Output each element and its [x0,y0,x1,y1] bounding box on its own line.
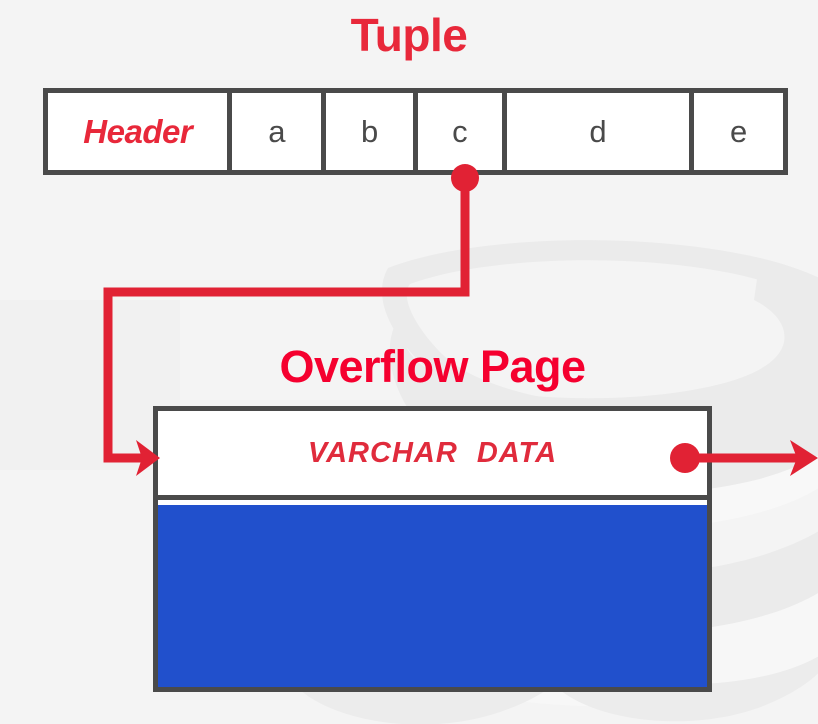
tuple-cell-header[interactable]: Header [48,93,233,170]
tuple-cell-e[interactable]: e [694,93,783,170]
tuple-cell-d[interactable]: d [506,93,695,170]
tuple-title: Tuple [350,9,468,61]
connector-tuple-c-to-overflow [103,164,479,476]
connector-overflow-to-next [670,440,818,476]
tuple-row: Header a b c d e [43,88,788,175]
tuple-cell-b[interactable]: b [326,93,418,170]
varchar-data-label: VARCHAR DATA [307,436,558,469]
arrowhead-to-next-page [790,440,818,476]
connector-path-tuple-to-overflow [103,178,470,463]
overflow-page-data-band: VARCHAR DATA [158,411,707,500]
overflow-page-body [158,505,707,687]
tuple-cell-c[interactable]: c [418,93,507,170]
tuple-cell-a[interactable]: a [232,93,327,170]
overflow-page-box: VARCHAR DATA [153,406,712,692]
arrowhead-into-overflow-page [136,440,160,476]
overflow-page-title: Overflow Page [279,341,586,392]
connector-dot-overflow-page [670,443,700,473]
connector-dot-tuple-cell-c [451,164,479,192]
